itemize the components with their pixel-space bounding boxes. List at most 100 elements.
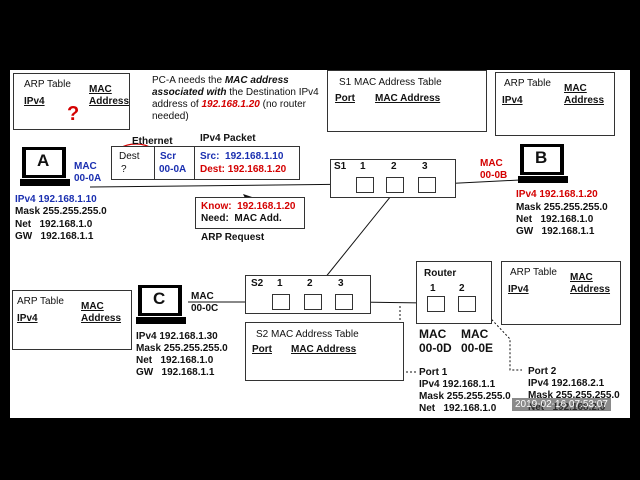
arp-table-a-mac-header-line1: MAC bbox=[89, 84, 112, 95]
pc-c-ipv4: IPv4 192.168.1.30 bbox=[136, 331, 218, 342]
pc-b-mask: Mask 255.255.255.0 bbox=[516, 202, 608, 213]
router-port-1 bbox=[427, 296, 445, 312]
s1-port-3-label: 3 bbox=[422, 161, 428, 172]
arp-request-box bbox=[195, 197, 305, 229]
arp-table-router-ipv4-header: IPv4 bbox=[508, 284, 529, 295]
arp-know-row: Know: 192.168.1.20 bbox=[201, 201, 296, 212]
ipv4-packet-label: IPv4 Packet bbox=[200, 133, 256, 144]
pc-b-net: Net 192.168.1.0 bbox=[516, 214, 594, 225]
scenario-note-suffix: (no router needed) bbox=[152, 99, 307, 122]
slide: ARP Table IPv4 MAC Address ? PC-A needs … bbox=[10, 70, 630, 418]
pc-c-mask: Mask 255.255.255.0 bbox=[136, 343, 228, 354]
pc-a-ipv4: IPv4 192.168.1.10 bbox=[15, 194, 97, 205]
pc-a-mask: Mask 255.255.255.0 bbox=[15, 206, 107, 217]
arp-table-c-mac-header-line2: Address bbox=[81, 313, 122, 324]
router-port1-title: Port 1 bbox=[419, 367, 448, 378]
s1-port-1-label: 1 bbox=[360, 161, 366, 172]
arp-table-b-mac-header: MAC Address bbox=[564, 83, 604, 107]
arp-table-b-mac-header-line1: MAC bbox=[564, 83, 587, 94]
s2-port-3 bbox=[335, 294, 353, 310]
dest-mac-label: Dest bbox=[119, 151, 140, 162]
router-mac1-value: 00-0D bbox=[419, 341, 452, 355]
router-mac1-label: MAC bbox=[419, 327, 447, 341]
pc-b-ipv4: IPv4 192.168.1.20 bbox=[516, 189, 598, 200]
s2-port-2-label: 2 bbox=[307, 278, 313, 289]
scenario-note-middle: the Destination IPv4 address of bbox=[152, 87, 319, 110]
ethernet-frame bbox=[111, 146, 196, 180]
dest-mac-value: ? bbox=[121, 164, 127, 175]
s2-port-1 bbox=[272, 294, 290, 310]
router-port1-mask: Mask 255.255.255.0 bbox=[419, 391, 511, 402]
arp-table-b-ipv4-header: IPv4 bbox=[502, 95, 523, 106]
router-port2-ipv4: IPv4 192.168.2.1 bbox=[528, 378, 605, 389]
router-port2-title: Port 2 bbox=[528, 366, 557, 377]
scenario-note-ip: 192.168.1.20 bbox=[201, 99, 260, 110]
s1-label: S1 bbox=[334, 161, 347, 172]
pc-b-gw: GW 192.168.1.1 bbox=[516, 226, 595, 237]
frame-divider bbox=[154, 146, 155, 179]
s2-mac-table: S2 MAC Address Table Port MAC Address bbox=[245, 322, 404, 381]
s2-mac-table-port-header: Port bbox=[252, 344, 272, 355]
src-ip-row: Src: 192.168.1.10 bbox=[200, 151, 283, 162]
arp-table-c: ARP Table IPv4 MAC Address bbox=[12, 290, 132, 350]
s1-port-2-label: 2 bbox=[391, 161, 397, 172]
arp-table-c-ipv4-header: IPv4 bbox=[17, 313, 38, 324]
scenario-note-prefix: PC-A needs the bbox=[152, 75, 225, 86]
arp-table-c-title: ARP Table bbox=[17, 296, 64, 307]
arp-table-router-mac-header-line2: Address bbox=[570, 284, 611, 295]
pc-b-mac-label: MAC bbox=[480, 158, 503, 169]
router-port2-mask: Mask 255.255.255.0 bbox=[528, 390, 620, 401]
pc-c-icon bbox=[136, 285, 186, 324]
arp-need-value: MAC Add. bbox=[234, 213, 282, 224]
scr-mac-value: 00-0A bbox=[159, 164, 187, 175]
arp-table-b: ARP Table IPv4 MAC Address bbox=[495, 72, 615, 136]
src-ip-value: 192.168.1.10 bbox=[225, 151, 284, 162]
pc-c-net: Net 192.168.1.0 bbox=[136, 355, 214, 366]
scenario-note-emphasis: MAC address associated with bbox=[152, 75, 289, 98]
pc-c-mac-label: MAC bbox=[191, 291, 214, 302]
router-port-2 bbox=[458, 296, 476, 312]
ipv4-packet bbox=[194, 146, 300, 180]
router-port1-net: Net 192.168.1.0 bbox=[419, 403, 497, 414]
pc-b-mac-value: 00-0B bbox=[480, 170, 508, 181]
dst-ip-label: Dest: bbox=[200, 164, 226, 175]
pc-a-net: Net 192.168.1.0 bbox=[15, 219, 93, 230]
arp-need-row: Need: MAC Add. bbox=[201, 213, 282, 224]
ethernet-label: Ethernet bbox=[132, 136, 173, 147]
src-ip-label: Src: bbox=[200, 151, 220, 162]
router bbox=[416, 261, 492, 324]
arp-table-a-mac-header: MAC Address bbox=[89, 84, 129, 108]
pc-a-label: A bbox=[37, 151, 50, 170]
router-port-2-label: 2 bbox=[459, 283, 465, 294]
s1-port-1 bbox=[356, 177, 374, 193]
arp-table-router-title: ARP Table bbox=[510, 267, 557, 278]
scr-mac-label: Scr bbox=[160, 151, 177, 162]
arp-table-router: ARP Table IPv4 MAC Address bbox=[501, 261, 621, 325]
router-port-1-label: 1 bbox=[430, 283, 436, 294]
router-mac2-value: 00-0E bbox=[461, 341, 494, 355]
router-label: Router bbox=[424, 268, 457, 279]
video-timestamp: 2019-02-16 07:53:07 bbox=[512, 398, 611, 411]
s2-port-1-label: 1 bbox=[277, 278, 283, 289]
arp-table-c-mac-header-line1: MAC bbox=[81, 301, 104, 312]
s1-mac-table-port-header: Port bbox=[335, 93, 355, 104]
s1-mac-table: S1 MAC Address Table Port MAC Address bbox=[327, 70, 487, 132]
s2-mac-table-mac-header: MAC Address bbox=[291, 344, 357, 355]
pc-c-gw: GW 192.168.1.1 bbox=[136, 367, 215, 378]
arp-request-caption: ARP Request bbox=[201, 232, 265, 243]
arp-know-value: 192.168.1.20 bbox=[237, 201, 296, 212]
arp-need-label: Need: bbox=[201, 213, 229, 224]
s1-port-2 bbox=[386, 177, 404, 193]
s2-label: S2 bbox=[251, 278, 264, 289]
pc-c-mac-value: 00-0C bbox=[191, 303, 219, 314]
s2-port-2 bbox=[304, 294, 322, 310]
arp-table-c-mac-header: MAC Address bbox=[81, 301, 121, 325]
s1-mac-table-title: S1 MAC Address Table bbox=[339, 77, 442, 88]
pc-a-mac-label: MAC bbox=[74, 161, 97, 172]
dst-ip-row: Dest: 192.168.1.20 bbox=[200, 164, 286, 175]
arp-table-a-ipv4-header: IPv4 bbox=[24, 96, 45, 107]
pc-a-icon bbox=[20, 147, 70, 186]
link-a-s1 bbox=[89, 183, 366, 188]
pc-a-mac-value: 00-0A bbox=[74, 173, 102, 184]
arp-table-b-title: ARP Table bbox=[504, 78, 551, 89]
